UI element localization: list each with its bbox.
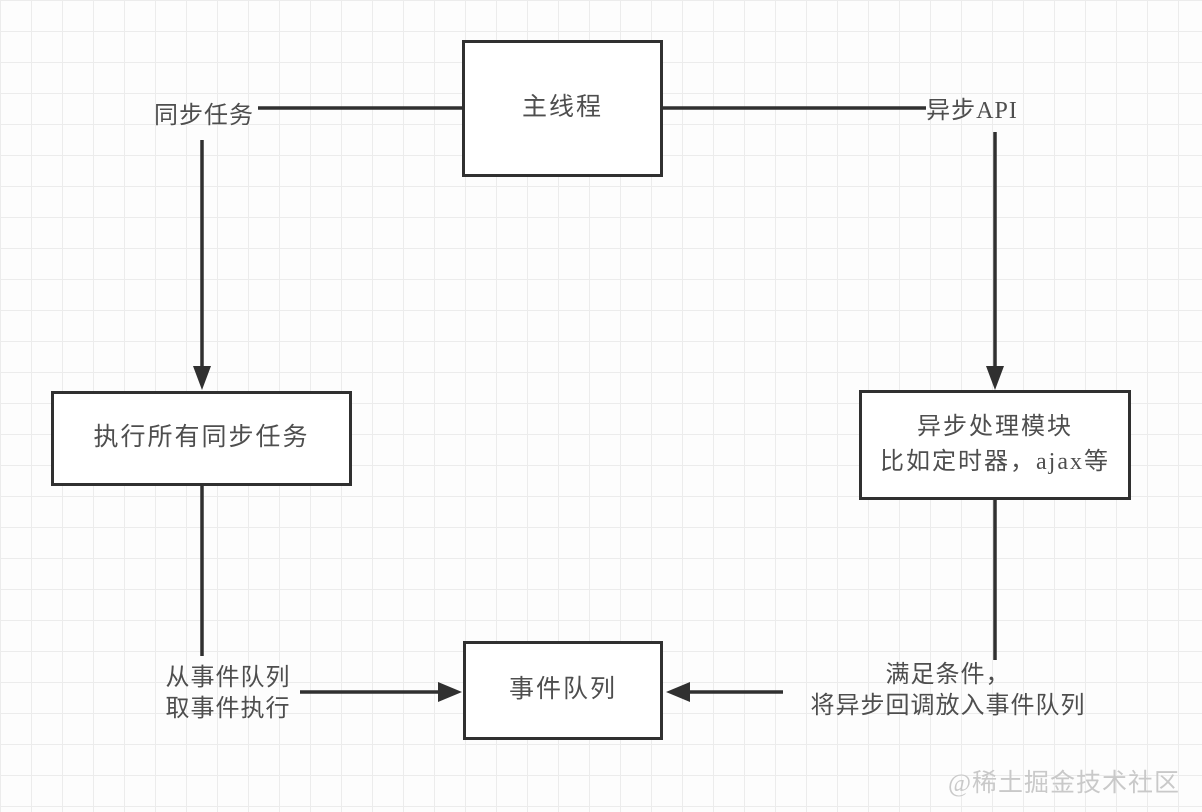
node-async-module: 异步处理模块 比如定时器，ajax等 <box>859 390 1131 500</box>
edge-label-sync-task: 同步任务 <box>154 103 254 129</box>
node-async-module-label-line2: 比如定时器，ajax等 <box>880 449 1110 475</box>
arrowhead-sync-to-exec <box>193 366 211 390</box>
arrowhead-cond-to-queue <box>666 682 690 702</box>
node-main-thread-label: 主线程 <box>521 94 603 122</box>
edge-label-condition-line2: 将异步回调放入事件队列 <box>810 692 1086 719</box>
node-event-queue-label: 事件队列 <box>508 676 617 704</box>
edge-label-take-events-line1: 从事件队列 <box>165 665 291 691</box>
node-exec-sync-tasks-label: 执行所有同步任务 <box>93 424 310 452</box>
edge-label-async-api: 异步API <box>926 98 1018 124</box>
node-exec-sync-tasks: 执行所有同步任务 <box>51 391 352 486</box>
edge-label-condition: 满足条件， 将异步回调放入事件队列 <box>811 660 1086 721</box>
node-event-queue: 事件队列 <box>463 641 663 740</box>
node-main-thread: 主线程 <box>462 40 663 177</box>
edge-label-take-events: 从事件队列 取事件执行 <box>166 663 291 724</box>
arrowhead-take-to-queue <box>438 682 462 702</box>
watermark-juejin-community: @稀土掘金技术社区 <box>948 770 1181 797</box>
node-async-module-label-line1: 异步处理模块 <box>917 414 1073 441</box>
edge-label-take-events-line2: 取事件执行 <box>165 695 291 722</box>
arrowhead-async-to-module <box>986 366 1004 390</box>
edge-label-condition-line1: 满足条件， <box>885 662 1011 688</box>
